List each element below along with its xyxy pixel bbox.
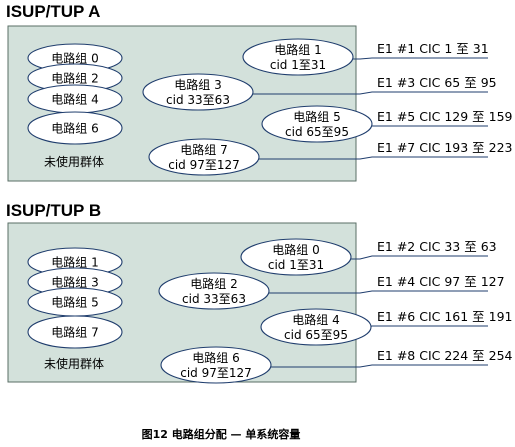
circuit-group-name: 电路组 3 [174,77,221,92]
e1-label: E1 #6 CIC 161 至 191 [377,309,513,324]
unused-group-label: 电路组 4 [51,92,98,107]
circuit-group-name: 电路组 5 [293,109,340,124]
circuit-group-ellipse [240,238,352,276]
circuit-group-name: 电路组 6 [192,350,239,365]
e1-label: E1 #7 CIC 193 至 223 [377,140,513,155]
circuit-group-cid: cid 97至127 [180,366,252,380]
circuit-group-cid: cid 1至31 [270,58,326,72]
circuit-group-cid: cid 65至95 [284,328,348,342]
circuit-group-cid: cid 33至63 [182,292,246,306]
circuit-group-ellipse [142,73,254,111]
e1-label: E1 #2 CIC 33 至 63 [377,239,497,254]
unused-group-ellipse [27,315,123,349]
circuit-group-name: 电路组 4 [292,312,339,327]
section-title: ISUP/TUP A [6,2,100,21]
connector-line [349,255,488,260]
circuit-group-ellipse [261,105,373,143]
circuit-group-cid: cid 97至127 [168,158,240,172]
figure-caption: 图12 电路组分配 — 单系统容量 [142,427,301,441]
circuit-group-name: 电路组 1 [274,42,321,57]
circuit-group-name: 电路组 2 [190,276,237,291]
circuit-group-name: 电路组 7 [180,142,227,157]
circuit-group-ellipse [242,38,354,76]
unused-group-label: 电路组 1 [51,255,98,270]
circuit-group-cid: cid 33至63 [166,93,230,107]
circuit-group-ellipse [148,138,260,176]
connector-line [251,91,488,95]
section-a: ISUP/TUP A 电路组 0 电路组 2 电路组 4 电路组 6 未使用群体 电路组 1… [6,2,513,182]
connector-line [351,57,488,60]
e1-label: E1 #3 CIC 65 至 95 [377,75,497,90]
section-b: ISUP/TUP B 电路组 1 电路组 3 电路组 5 电路组 7 未使用群体 电路组 0… [6,201,513,384]
circuit-group-cid: cid 1至31 [268,258,324,272]
unused-group-ellipse [27,111,123,145]
connector-line [257,156,488,160]
unused-group-label: 电路组 6 [51,121,98,136]
circuit-group-cid: cid 65至95 [285,125,349,139]
circuit-group-name: 电路组 0 [272,242,319,257]
unused-group-label: 电路组 3 [51,275,98,290]
connector-line [267,290,488,294]
unused-group-label: 电路组 5 [51,295,98,310]
e1-label: E1 #1 CIC 1 至 31 [377,41,489,56]
unused-group-label: 电路组 7 [51,325,98,340]
circuit-group-ellipse [260,308,372,346]
e1-label: E1 #5 CIC 129 至 159 [377,109,513,124]
unused-group-label: 电路组 0 [51,51,98,66]
unused-groups-caption: 未使用群体 [44,356,104,371]
section-title: ISUP/TUP B [6,201,101,220]
unused-groups-caption: 未使用群体 [44,154,104,169]
connector-line [269,364,488,368]
circuit-group-ellipse [160,346,272,384]
connector-line [359,325,488,330]
e1-label: E1 #4 CIC 97 至 127 [377,274,505,289]
circuit-group-ellipse [158,272,270,310]
unused-group-label: 电路组 2 [51,71,98,86]
e1-label: E1 #8 CIC 224 至 254 [377,348,513,363]
